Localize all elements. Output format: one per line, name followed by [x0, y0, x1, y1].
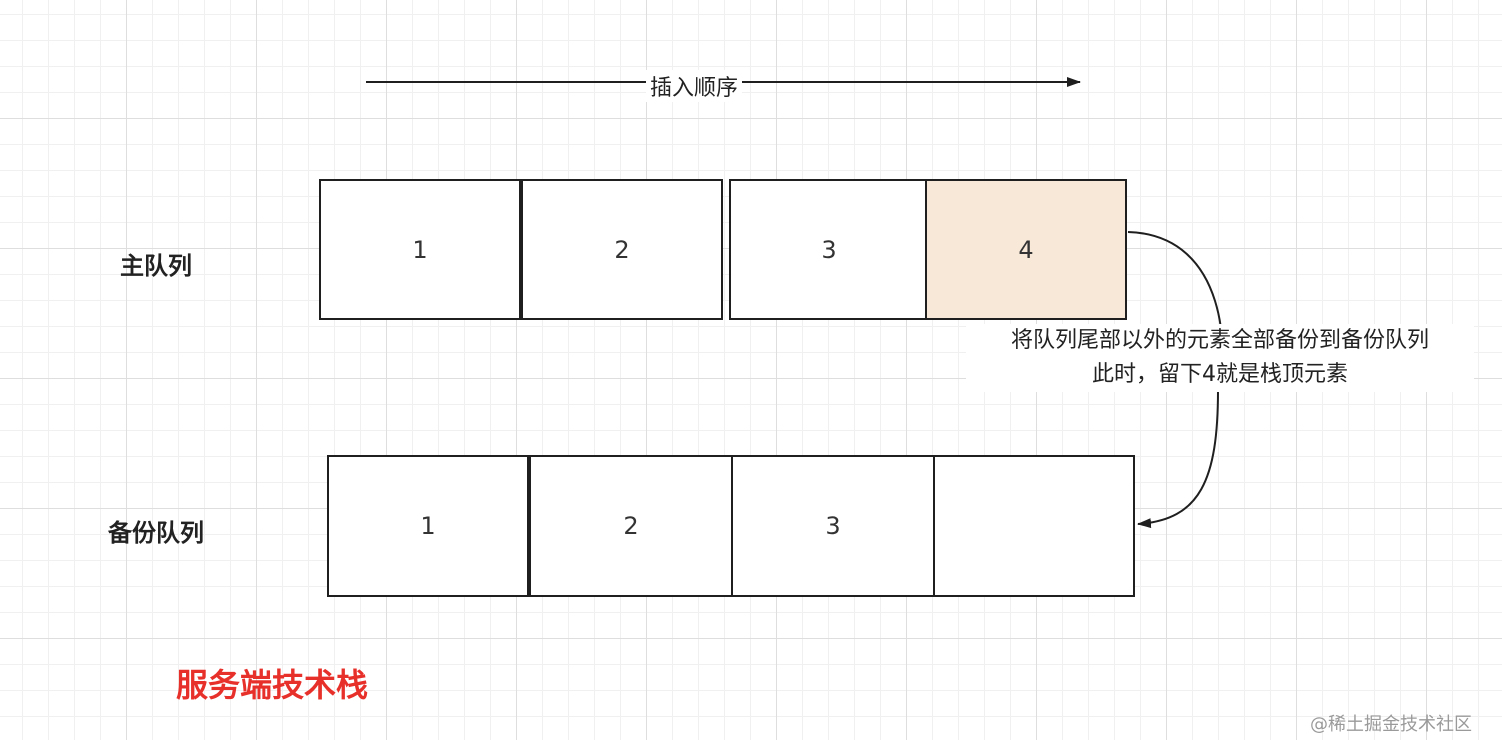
brand-text: 服务端技术栈 [176, 666, 369, 704]
backup-queue-cell-2: 2 [529, 455, 733, 597]
main-queue-cell-4: 4 [925, 179, 1127, 320]
main-queue-label: 主队列 [120, 252, 192, 280]
watermark: @稀土掘金技术社区 [1310, 714, 1472, 735]
backup-queue-cell-3: 3 [731, 455, 935, 597]
main-queue-cell-2: 2 [521, 179, 723, 320]
backup-queue-label: 备份队列 [108, 519, 204, 547]
backup-queue-cell-1: 1 [327, 455, 529, 597]
backup-note: 将队列尾部以外的元素全部备份到备份队列 此时，留下4就是栈顶元素 [966, 324, 1474, 392]
backup-note-line-1: 将队列尾部以外的元素全部备份到备份队列 [1010, 328, 1429, 353]
backup-note-line-2: 此时，留下4就是栈顶元素 [1092, 362, 1348, 387]
main-queue-cell-3: 3 [729, 179, 929, 320]
main-queue-cell-1: 1 [319, 179, 521, 320]
backup-queue-cell-4 [933, 455, 1135, 597]
insert-order-label: 插入顺序 [646, 70, 743, 102]
